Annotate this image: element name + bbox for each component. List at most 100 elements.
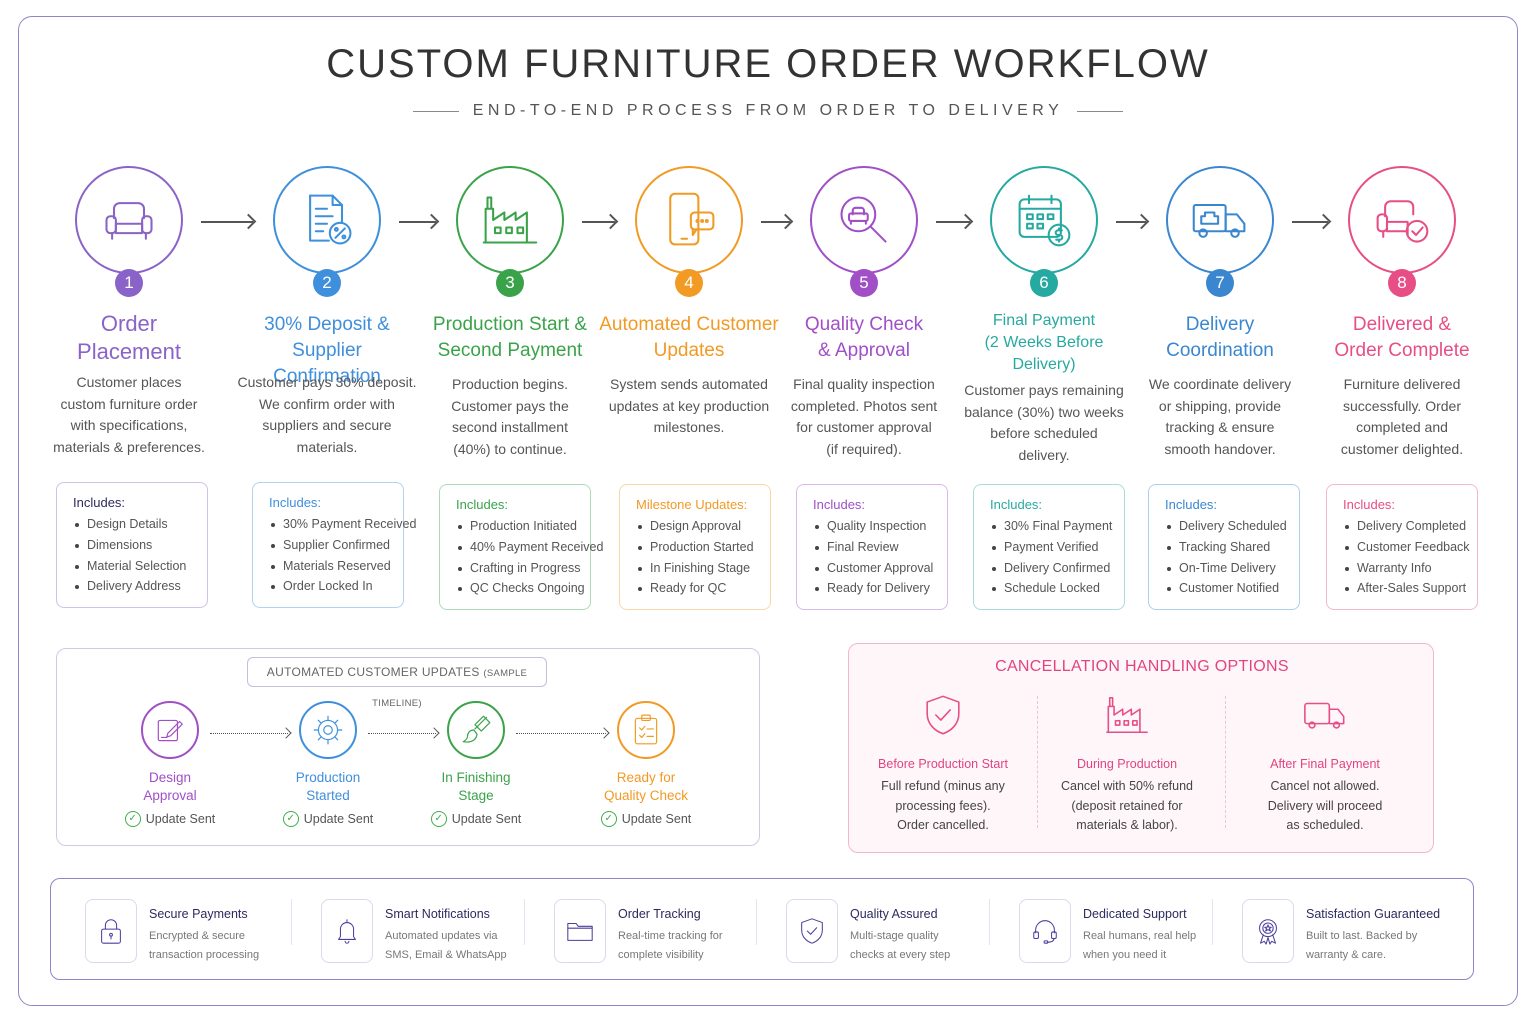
- feature-desc-line: Automated updates via: [385, 930, 498, 942]
- step-title-line: & Approval: [818, 340, 910, 361]
- step-desc-line: materials & preferences.: [53, 438, 205, 455]
- clipboard-check-icon: [629, 713, 663, 747]
- check-circle-icon: ✓: [430, 811, 447, 827]
- includes-item: Supplier Confirmed: [269, 535, 403, 556]
- feature-desc-line: Multi-stage quality: [850, 930, 939, 942]
- includes-item: Warranty Info: [1343, 558, 1477, 579]
- truck-icon: [1235, 692, 1415, 743]
- feature-divider: [291, 899, 292, 945]
- cancellation-desc-line: Cancel with 50% refund: [1060, 779, 1194, 793]
- cancellation-title: CANCELLATION HANDLING OPTIONS: [995, 658, 1289, 675]
- step-desc-line: Customer pays 30% deposit.: [237, 374, 417, 390]
- feature-divider: [756, 899, 757, 945]
- includes-item: Delivery Completed: [1343, 516, 1477, 537]
- step-2-description: Customer pays 30% deposit.We confirm ord…: [237, 372, 417, 458]
- timeline-1-circle: [141, 701, 199, 759]
- step-desc-line: custom furniture order: [60, 395, 198, 412]
- timeline-status-text: Update Sent: [145, 812, 216, 826]
- flow-arrow: [399, 221, 436, 223]
- step-6-circle: [990, 166, 1098, 274]
- step-2-title: 30% Deposit &Supplier Confirmation: [237, 312, 417, 390]
- factory-icon: [1037, 692, 1217, 743]
- feature-name: Smart Notifications: [385, 907, 490, 921]
- step-title-line: Supplier Confirmation: [273, 340, 381, 387]
- includes-item: In Finishing Stage: [636, 558, 770, 579]
- timeline-2-circle: [299, 701, 357, 759]
- includes-item: Customer Feedback: [1343, 537, 1477, 558]
- headset-icon: [1019, 899, 1071, 963]
- feature-divider: [1212, 899, 1213, 945]
- flow-arrow: [761, 221, 790, 223]
- includes-item: Tracking Shared: [1165, 537, 1299, 558]
- magnifier-chair-icon: [834, 190, 894, 250]
- includes-item: 40% Payment Received: [456, 537, 603, 558]
- cancellation-option-name: During Production: [1076, 757, 1178, 771]
- feature-desc-line: transaction processing: [149, 948, 260, 961]
- feature-desc: Multi-stage quality checks at every step: [850, 927, 1000, 964]
- step-8-number: 8: [1388, 269, 1416, 297]
- includes-item: Production Initiated: [456, 516, 590, 537]
- step-desc-line: We coordinate delivery: [1148, 376, 1292, 392]
- step-4-circle: [635, 166, 743, 274]
- check-circle-icon: ✓: [282, 811, 299, 827]
- bell-icon: [321, 899, 373, 963]
- step-1-number: 1: [115, 269, 143, 297]
- includes-item: Ready for Delivery: [813, 578, 947, 599]
- step-3-number: 3: [496, 269, 524, 297]
- folder-icon: [554, 899, 606, 963]
- step-title-line: Order Complete: [1334, 340, 1470, 361]
- step-desc-line: delivery.: [1018, 446, 1070, 463]
- feature-name: Quality Assured: [850, 907, 938, 921]
- step-5-title: Quality Check& Approval: [774, 312, 954, 364]
- cancellation-panel: CANCELLATION HANDLING OPTIONS Before Pro…: [848, 643, 1434, 853]
- step-desc-line: smooth handover.: [1164, 440, 1276, 457]
- cancellation-divider: [1225, 696, 1226, 828]
- step-3-title: Production Start &Second Payment: [420, 312, 600, 364]
- includes-heading: Includes:: [1343, 497, 1396, 512]
- step-desc-line: Production begins.: [452, 376, 568, 392]
- feature-desc-line: checks at every step: [850, 948, 951, 961]
- timeline-3-circle: [447, 701, 505, 759]
- step-1-circle: [75, 166, 183, 274]
- includes-item: Customer Approval: [813, 558, 947, 579]
- feature-divider: [989, 899, 990, 945]
- includes-item: QC Checks Ongoing: [456, 578, 590, 599]
- includes-item: 30% Final Payment: [990, 516, 1124, 537]
- gear-icon: [311, 713, 345, 747]
- timeline-name-line: Stage: [458, 788, 494, 803]
- step-title-line: Production Start &: [432, 314, 588, 335]
- includes-item: Schedule Locked: [990, 578, 1124, 599]
- check-circle-icon: ✓: [600, 811, 617, 827]
- step-title-line: (2 Weeks Before: [984, 334, 1104, 351]
- timeline-arrow: [516, 733, 606, 734]
- step-title-line: Delivery: [1185, 314, 1255, 335]
- award-ribbon-icon: [1242, 899, 1294, 963]
- cancellation-option-name: After Final Payment: [1270, 757, 1380, 771]
- includes-heading: Includes:: [1165, 497, 1218, 512]
- timeline-name-line: Started: [306, 788, 350, 803]
- timeline-1-status: ✓Update Sent: [100, 811, 240, 827]
- includes-heading: Milestone Updates:: [636, 497, 748, 512]
- step-desc-line: updates at key production: [608, 397, 770, 414]
- step-7-circle: [1166, 166, 1274, 274]
- flow-arrow: [201, 221, 253, 223]
- cancellation-desc-line: Full refund (minus any: [881, 779, 1005, 793]
- includes-item: Design Approval: [636, 516, 770, 537]
- timeline-name-line: Production: [295, 770, 361, 785]
